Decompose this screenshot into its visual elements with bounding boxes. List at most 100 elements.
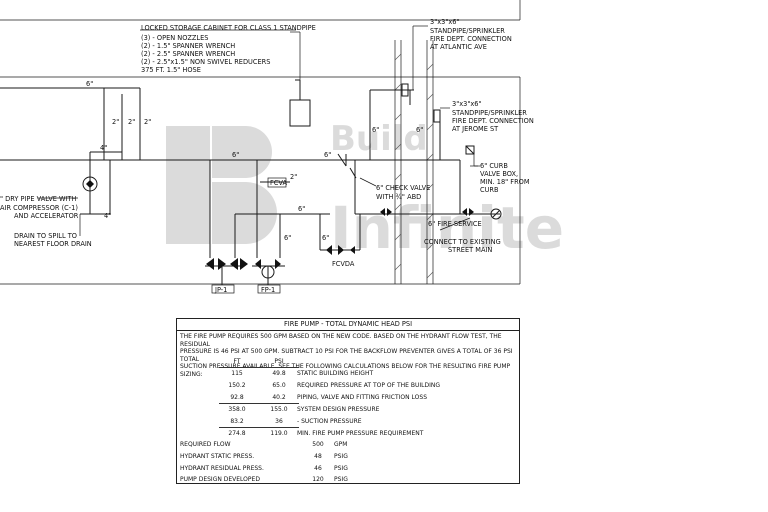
pump-jp1-icon (206, 258, 248, 270)
summary-unit: GPM (334, 441, 348, 448)
fire-service-label: 6" FIRE SERVICE (428, 220, 482, 228)
fdc-jerome-label: FIRE DEPT. CONNECTION (452, 117, 534, 125)
fdc-atlantic-label: STANDPIPE/SPRINKLER (430, 27, 505, 35)
wall-atlantic (394, 40, 402, 284)
wall-jerome (426, 40, 434, 284)
gauge-icon (490, 208, 502, 220)
connect-main-label: STREET MAIN (448, 246, 492, 254)
pipe-size: 6" (416, 126, 423, 134)
fcvda-tag: FCVDA (332, 260, 355, 268)
watermark-word-2: Infinite (330, 194, 564, 262)
subtotal-rule (219, 403, 299, 404)
pipe-size: 6" (284, 234, 291, 242)
calc-desc: STATIC BUILDING HEIGHT (297, 370, 374, 377)
ft-value: 83.2 (230, 418, 244, 425)
pipe-size: 4" (104, 212, 111, 220)
drain-label: DRAIN TO SPILL TO (14, 232, 77, 240)
psi-value: 119.0 (270, 430, 288, 437)
pipe-size: 2" (144, 118, 151, 126)
col-psi-header: PSI (274, 358, 284, 365)
fp1-tag: FP-1 (261, 286, 275, 294)
fcva-tag: FCVA (270, 179, 287, 187)
cabinet-item: (2) - 1.5" SPANNER WRENCH (141, 42, 235, 50)
summary-unit: PSIG (334, 453, 348, 460)
fdc-jerome-label: STANDPIPE/SPRINKLER (452, 109, 527, 117)
fdc-atlantic-icon (401, 83, 414, 97)
pipe-size: 6" (324, 151, 331, 159)
curb-valve-label: MIN. 18" FROM (480, 178, 530, 186)
curb-valve-label: 6" CURB (480, 162, 508, 170)
watermark-logo: Build Infinite (166, 119, 564, 262)
curb-valve-label: VALVE BOX, (480, 170, 518, 178)
cabinet-item: 375 FT. 1.5" HOSE (141, 66, 201, 74)
piping (0, 25, 500, 285)
drain-label: NEAREST FLOOR DRAIN (14, 240, 92, 248)
pipe-size: 6" (298, 205, 305, 213)
pipe-size: 2" (112, 118, 119, 126)
curb-valve-icon (465, 145, 475, 155)
pipe-size: 2" (128, 118, 135, 126)
curb-valve-label: CURB (480, 186, 499, 194)
summary-value: 48 (314, 453, 322, 460)
pipe-size: 6" (232, 151, 239, 159)
pipe-size: 6" (86, 80, 93, 88)
dry-pipe-valve-icon (82, 176, 98, 192)
summary-unit: PSIG (334, 465, 348, 472)
fdc-jerome-label: AT JEROME ST (452, 125, 499, 133)
pump-fp1-icon (255, 259, 281, 279)
summary-value: 500 (312, 441, 324, 448)
dry-pipe-label: AIR COMPRESSOR (C-1) (0, 204, 78, 212)
ft-value: 358.0 (228, 406, 246, 413)
fcva-box (267, 177, 287, 188)
calc-desc: PIPING, VALVE AND FITTING FRICTION LOSS (297, 394, 428, 401)
header-rule (219, 367, 299, 368)
calc-desc: SYSTEM DESIGN PRESSURE (297, 406, 380, 413)
dry-pipe-label: " DRY PIPE VALVE WITH (0, 195, 76, 203)
total-rule (219, 427, 299, 428)
summary-label: REQUIRED FLOW (180, 441, 231, 448)
psi-value: 36 (275, 418, 283, 425)
summary-value: 120 (312, 476, 324, 483)
cabinet-box (289, 99, 311, 127)
ft-value: 92.8 (230, 394, 244, 401)
calc-desc: - SUCTION PRESSURE (297, 418, 362, 425)
summary-value: 46 (314, 465, 322, 472)
check-valve-label: 6" CHECK VALVE (376, 184, 430, 192)
pipe-size: 2" (290, 173, 297, 181)
calc-desc: MIN. FIRE PUMP PRESSURE REQUIREMENT (297, 430, 424, 437)
cabinet-item: (2) - 2.5" SPANNER WRENCH (141, 50, 235, 58)
psi-value: 65.0 (272, 382, 286, 389)
psi-value: 40.2 (272, 394, 286, 401)
cabinet-item: (3) - OPEN NOZZLES (141, 34, 208, 42)
fdc-jerome-label: 3"x3"x6" (452, 100, 482, 108)
cabinet-title: LOCKED STORAGE CABINET FOR CLASS 1 STAND… (141, 24, 316, 32)
ft-value: 274.8 (228, 430, 246, 437)
summary-label: HYDRANT STATIC PRESS. (180, 453, 255, 460)
fp1-box (257, 284, 281, 294)
cabinet-item: (2) - 2.5"x1.5" NON SWIVEL REDUCERS (141, 58, 270, 66)
check-valve-icon (337, 153, 357, 179)
connect-main-label: CONNECT TO EXISTING (424, 238, 501, 246)
table-note: THE FIRE PUMP REQUIRES 500 GPM BASED ON … (180, 333, 513, 378)
valve-pair-icon (380, 208, 474, 216)
col-ft-header: FT (233, 358, 241, 365)
psi-value: 155.0 (270, 406, 288, 413)
ft-value: 150.2 (228, 382, 246, 389)
fire-pump-table: FIRE PUMP - TOTAL DYNAMIC HEAD PSI THE F… (176, 318, 520, 484)
fdc-atlantic-label: AT ATLANTIC AVE (430, 43, 487, 51)
calc-desc: REQUIRED PRESSURE AT TOP OF THE BUILDING (297, 382, 441, 389)
check-valve-label: WITH ¾" ABD (376, 193, 421, 201)
pipe-size: 6" (322, 234, 329, 242)
ft-value: 115 (231, 370, 243, 377)
leader-lines (38, 29, 478, 236)
dry-pipe-label: AND ACCELERATOR (14, 212, 79, 220)
fdc-atlantic-label: FIRE DEPT. CONNECTION (430, 35, 512, 43)
fdc-jerome-icon (433, 109, 441, 123)
pipe-size: 4" (100, 144, 107, 152)
fcvda-valves-icon (326, 245, 355, 255)
fdc-atlantic-label: 3"x3"x6" (430, 18, 460, 26)
jp1-tag: JP-1 (214, 286, 227, 294)
summary-unit: PSIG (334, 476, 348, 483)
summary-label: HYDRANT RESIDUAL PRESS. (180, 465, 264, 472)
